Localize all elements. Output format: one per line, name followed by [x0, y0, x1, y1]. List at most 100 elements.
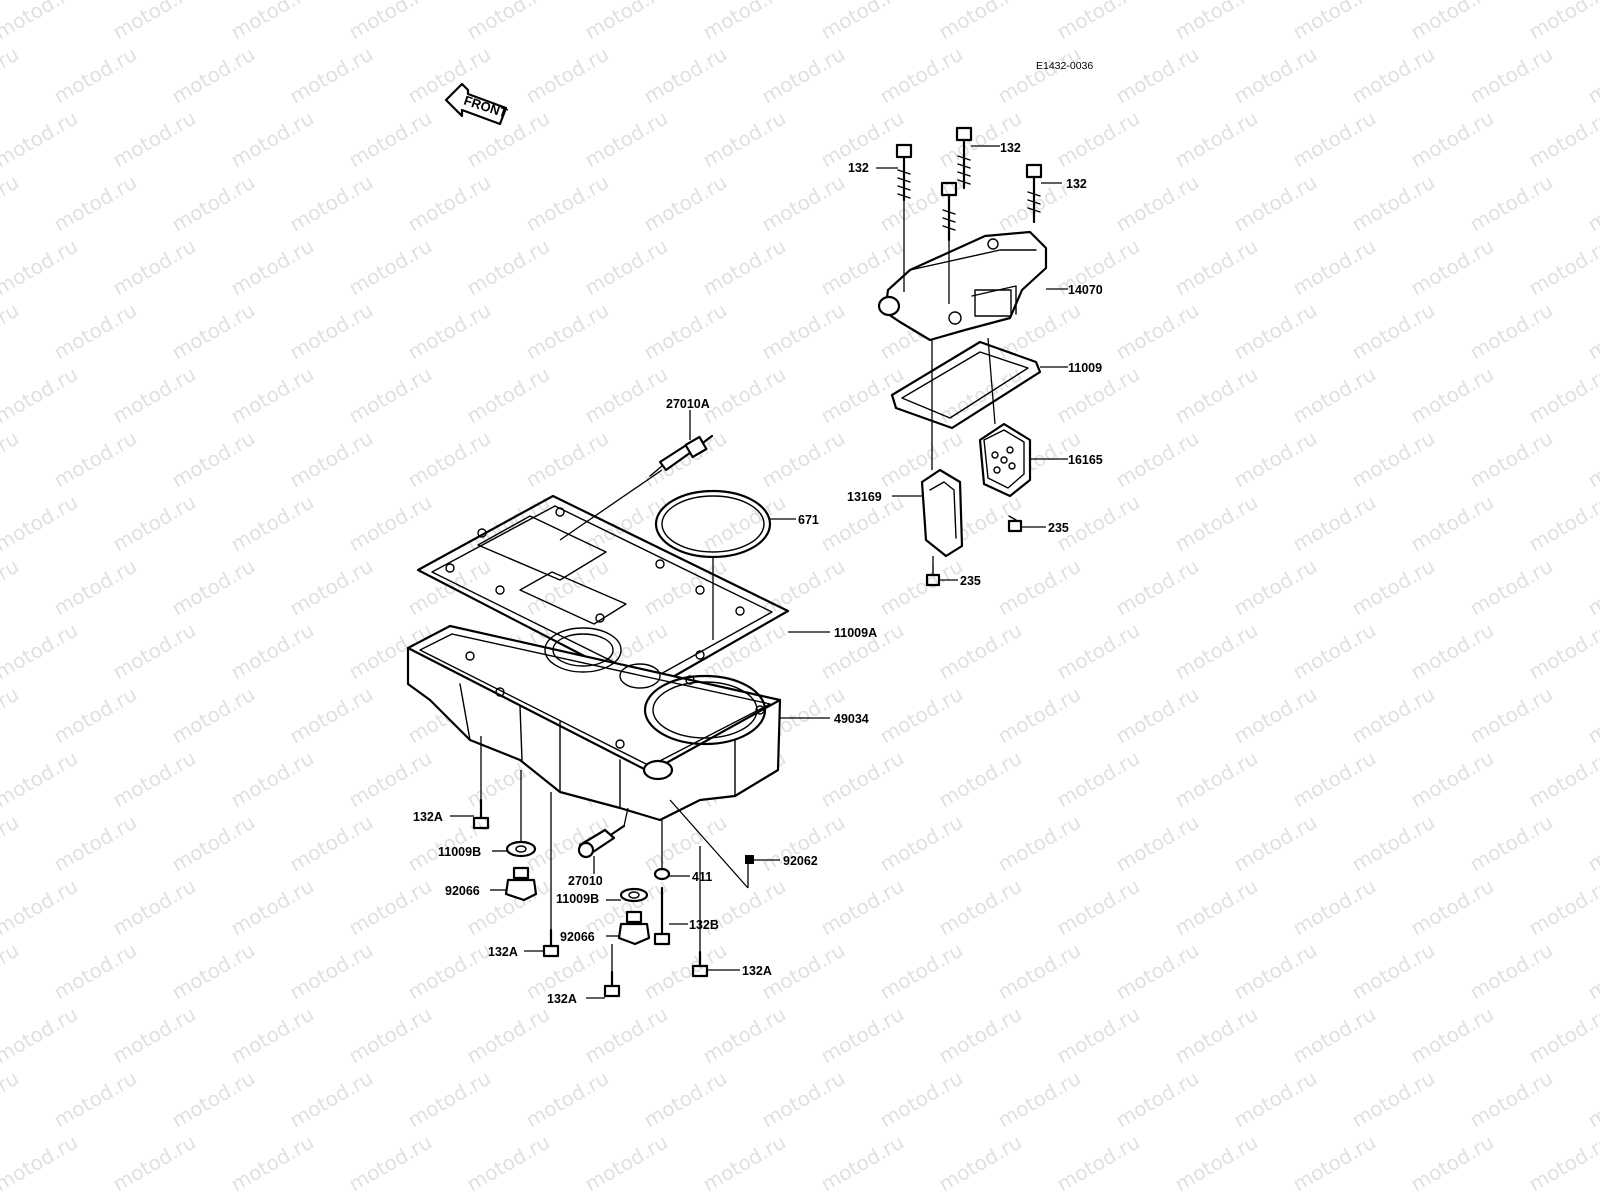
watermark-text: motod.ru — [994, 554, 1085, 621]
watermark-text: motod.ru — [227, 362, 318, 429]
watermark-text: motod.ru — [876, 1066, 967, 1133]
watermark-text: motod.ru — [994, 810, 1085, 877]
label-92066-left: 92066 — [445, 884, 480, 898]
label-132A-right: 132A — [742, 964, 772, 978]
watermark-text: motod.ru — [1525, 874, 1600, 941]
watermark-text: motod.ru — [345, 1002, 436, 1069]
watermark-text: motod.ru — [1053, 746, 1144, 813]
watermark-text: motod.ru — [876, 810, 967, 877]
watermark-text: motod.ru — [0, 298, 23, 365]
watermark-text: motod.ru — [1112, 42, 1203, 109]
watermark-text: motod.ru — [404, 938, 495, 1005]
watermark-text: motod.ru — [227, 618, 318, 685]
label-27010: 27010 — [568, 874, 603, 888]
watermark-text: motod.ru — [935, 1002, 1026, 1069]
oil-pressure-switch-27010 — [577, 824, 626, 859]
watermark-text: motod.ru — [876, 42, 967, 109]
watermark-text: motod.ru — [1407, 234, 1498, 301]
watermark-text: motod.ru — [227, 234, 318, 301]
watermark-text: motod.ru — [758, 170, 849, 237]
washer-11009B-2 — [619, 887, 649, 903]
bolt-132-a — [895, 143, 913, 202]
watermark-text: motod.ru — [1525, 1130, 1600, 1197]
watermark-text: motod.ru — [345, 234, 436, 301]
watermark-text: motod.ru — [109, 106, 200, 173]
label-16165: 16165 — [1068, 453, 1103, 467]
label-14070: 14070 — [1068, 283, 1103, 297]
watermark-text: motod.ru — [345, 1130, 436, 1197]
watermark-text: motod.ru — [1289, 234, 1380, 301]
watermark-text: motod.ru — [1053, 0, 1144, 44]
watermark-text: motod.ru — [1584, 1066, 1600, 1133]
watermark-text: motod.ru — [0, 1130, 82, 1197]
watermark-text: motod.ru — [345, 874, 436, 941]
label-132-left: 132 — [848, 161, 869, 175]
watermark-text: motod.ru — [935, 0, 1026, 44]
watermark-text: motod.ru — [109, 0, 200, 44]
watermark-text: motod.ru — [758, 42, 849, 109]
watermark-text: motod.ru — [1407, 874, 1498, 941]
watermark-text: motod.ru — [640, 42, 731, 109]
watermark-text: motod.ru — [699, 234, 790, 301]
watermark-text: motod.ru — [1466, 554, 1557, 621]
watermark-text: motod.ru — [1466, 1066, 1557, 1133]
watermark-text: motod.ru — [640, 426, 731, 493]
watermark-text: motod.ru — [935, 362, 1026, 429]
oil-pan-49034 — [406, 624, 782, 822]
watermark-text: motod.ru — [1171, 490, 1262, 557]
watermark-text: motod.ru — [1348, 426, 1439, 493]
watermark-text: motod.ru — [1112, 426, 1203, 493]
watermark-text: motod.ru — [227, 874, 318, 941]
watermark-text: motod.ru — [0, 746, 82, 813]
watermark-text: motod.ru — [463, 0, 554, 44]
watermark-text: motod.ru — [1230, 1066, 1321, 1133]
drain-plug-92066-2 — [617, 910, 651, 946]
bracket-13169 — [920, 468, 964, 558]
watermark-text: motod.ru — [1230, 426, 1321, 493]
watermark-text: motod.ru — [1230, 682, 1321, 749]
watermark-text: motod.ru — [1348, 170, 1439, 237]
front-arrow-icon: FRONT — [444, 82, 509, 126]
watermark-text: motod.ru — [1348, 554, 1439, 621]
watermark-text: motod.ru — [227, 1130, 318, 1197]
watermark-text: motod.ru — [1112, 170, 1203, 237]
watermark-text: motod.ru — [1407, 362, 1498, 429]
watermark-text: motod.ru — [1289, 746, 1380, 813]
label-671: 671 — [798, 513, 819, 527]
watermark-text: motod.ru — [1053, 1130, 1144, 1197]
watermark-text: motod.ru — [404, 170, 495, 237]
watermark-text: motod.ru — [1525, 618, 1600, 685]
watermark-text: motod.ru — [1348, 42, 1439, 109]
watermark-text: motod.ru — [522, 298, 613, 365]
label-132A-center: 132A — [488, 945, 518, 959]
watermark-text: motod.ru — [994, 938, 1085, 1005]
watermark-text: motod.ru — [109, 1002, 200, 1069]
watermark-text: motod.ru — [1407, 618, 1498, 685]
watermark-text: motod.ru — [345, 490, 436, 557]
watermark-text: motod.ru — [640, 170, 731, 237]
watermark-text: motod.ru — [0, 618, 82, 685]
watermark-text: motod.ru — [168, 810, 259, 877]
watermark-text: motod.ru — [1112, 938, 1203, 1005]
front-label: FRONT — [462, 93, 509, 121]
bolt-132A-left-upper — [472, 798, 490, 830]
watermark-text: motod.ru — [1171, 234, 1262, 301]
watermark-text: motod.ru — [1466, 810, 1557, 877]
watermark-text: motod.ru — [227, 1002, 318, 1069]
watermark-text: motod.ru — [50, 426, 141, 493]
watermark-text: motod.ru — [1584, 810, 1600, 877]
watermark-text: motod.ru — [876, 938, 967, 1005]
watermark-text: motod.ru — [0, 106, 82, 173]
gasket-11009A — [416, 494, 790, 692]
watermark-text: motod.ru — [345, 362, 436, 429]
watermark-text: motod.ru — [994, 682, 1085, 749]
watermark-text: motod.ru — [1525, 106, 1600, 173]
watermark-text: motod.ru — [0, 1066, 23, 1133]
watermark-text: motod.ru — [1466, 426, 1557, 493]
watermark-text: motod.ru — [1289, 0, 1380, 44]
watermark-text: motod.ru — [1171, 618, 1262, 685]
rectifier-assembly: 132 132 132 14070 11009 16165 13169 235 … — [847, 126, 1103, 588]
watermark-text: motod.ru — [817, 746, 908, 813]
watermark-text: motod.ru — [581, 106, 672, 173]
watermark-text: motod.ru — [286, 1066, 377, 1133]
